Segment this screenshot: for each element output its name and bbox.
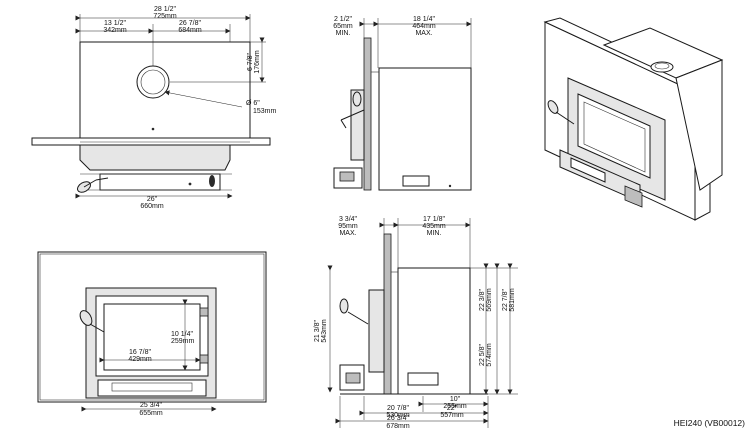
side-vent-upper — [402, 175, 430, 187]
lower-max-mm: 95mm — [338, 223, 358, 230]
lower-min-in: 17 1/8" — [423, 216, 445, 223]
lower-d3-in: 22" — [447, 405, 458, 412]
upper-min-label: MIN. — [336, 30, 351, 37]
top-view-front-body — [79, 144, 231, 171]
top-flue-depth-mm: 176mm — [254, 50, 261, 74]
iso-body-side — [675, 59, 723, 191]
lower-height-b-mm: 581mm — [509, 288, 516, 312]
side-body-upper — [378, 67, 472, 191]
handle-icon — [340, 91, 365, 129]
flue-collar — [136, 65, 170, 99]
upper-min-mm: 65mm — [333, 23, 353, 30]
lower-height-a-in: 22 3/8" — [479, 289, 486, 311]
handle-icon — [547, 100, 575, 125]
top-body-width-mm: 684mm — [178, 27, 202, 34]
iso-ash-drawer-vent — [570, 157, 606, 183]
side-view-lower: 3 3/4" 95mm MAX. 17 1/8" 435mm MIN. 21 3… — [314, 216, 518, 430]
top-base-width-in: 26" — [147, 196, 158, 203]
front-door-width-mm: 429mm — [128, 356, 152, 363]
lower-height-left-mm: 543mm — [321, 319, 328, 343]
surround-panel-lower — [383, 233, 392, 395]
surround-panel-upper — [363, 37, 372, 191]
lower-min-label: MIN. — [427, 230, 442, 237]
iso-flue-collar — [650, 61, 674, 73]
lower-max-label: MAX. — [339, 230, 356, 237]
upper-max-label: MAX. — [415, 30, 432, 37]
lower-d1-mm: 255mm — [443, 403, 467, 410]
top-flue-offset-in: 13 1/2" — [104, 20, 126, 27]
lower-d2-mm: 530mm — [386, 412, 410, 419]
lower-d4-in: 26 3/4" — [387, 415, 409, 422]
front-door-height-in: 10 1/4" — [171, 331, 193, 338]
top-overall-width-in: 28 1/2" — [154, 6, 176, 13]
lower-d1-in: 10" — [450, 396, 461, 403]
lower-height-c-mm: 574mm — [486, 343, 493, 367]
top-flue-diameter-in: Ø 6" — [246, 100, 260, 107]
front-door-width-in: 16 7/8" — [129, 349, 151, 356]
front-overall-width-mm: 655mm — [139, 410, 163, 417]
lower-min-mm: 435mm — [422, 223, 446, 230]
lower-height-c-in: 22 5/8" — [479, 344, 486, 366]
upper-max-mm: 464mm — [412, 23, 436, 30]
door-edge-lower — [368, 289, 385, 373]
upper-max-in: 18 1/4" — [413, 16, 435, 23]
door-edge-upper — [350, 89, 365, 161]
lower-d4-mm: 678mm — [386, 423, 410, 430]
front-hinge-bottom — [199, 354, 209, 364]
side-vent-lower — [407, 372, 439, 386]
front-overall-width-in: 25 3/4" — [140, 402, 162, 409]
handle-icon — [77, 177, 109, 193]
air-control-lower — [345, 372, 361, 384]
top-flue-depth-in: 6 7/8" — [247, 52, 254, 71]
lower-height-b-in: 22 7/8" — [502, 289, 509, 311]
top-view-surround — [31, 137, 271, 146]
front-hinge-top — [199, 307, 209, 317]
top-overall-width-mm: 725mm — [153, 13, 177, 20]
lower-d3-mm: 557mm — [440, 412, 464, 419]
front-ash-drawer — [97, 379, 207, 397]
top-flue-diameter-mm: 153mm — [253, 108, 277, 115]
lower-d2-in: 20 7/8" — [387, 405, 409, 412]
top-view: 28 1/2" 725mm 13 1/2" 342mm 26 7/8" 684m… — [31, 6, 277, 210]
lower-height-left-in: 21 3/8" — [314, 320, 321, 342]
iso-door-glass — [577, 93, 651, 179]
front-door-height-mm: 259mm — [171, 338, 195, 345]
top-base-width-mm: 660mm — [140, 203, 164, 210]
model-reference: HEI240 (VB00012) — [674, 418, 746, 428]
iso-air-control — [624, 185, 643, 208]
handle-icon — [339, 298, 369, 325]
knob-icon — [209, 175, 215, 187]
handle-icon — [79, 310, 105, 333]
top-body-width-in: 26 7/8" — [179, 20, 201, 27]
top-view-ash-drawer — [99, 173, 221, 191]
side-view-upper: 2 1/2" 65mm MIN. 18 1/4" 464mm MAX. — [333, 16, 472, 191]
front-view: 16 7/8" 429mm 10 1/4" 259mm 25 3/4" 655m… — [37, 251, 267, 417]
lower-max-in: 3 3/4" — [339, 216, 358, 223]
isometric-view — [543, 17, 724, 221]
upper-min-in: 2 1/2" — [334, 16, 353, 23]
lower-height-a-mm: 569mm — [486, 288, 493, 312]
top-flue-offset-mm: 342mm — [103, 27, 127, 34]
air-control-upper — [339, 171, 355, 182]
